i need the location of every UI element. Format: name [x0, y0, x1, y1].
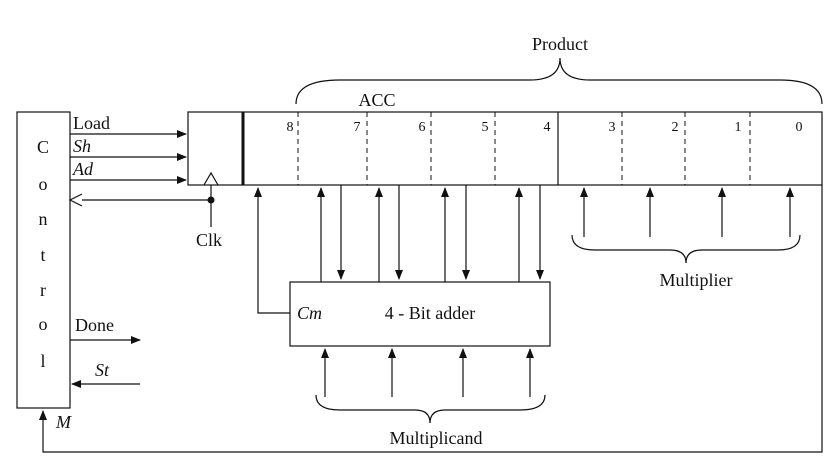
- bit-number: 4: [544, 120, 551, 135]
- bit-number: 1: [735, 120, 742, 135]
- clock-junction: [207, 196, 215, 204]
- multiplier-label: Multiplier: [660, 270, 733, 290]
- adder-label: 4 - Bit adder: [385, 303, 475, 323]
- control-letter: t: [40, 245, 45, 265]
- bit-number: 8: [287, 120, 294, 135]
- control-letter: C: [37, 137, 49, 157]
- ad-label: Ad: [72, 159, 94, 179]
- bit-numbers: 8 7 6 5 4 3 2 1 0: [287, 120, 803, 135]
- st-label: St: [95, 360, 110, 380]
- carry-line: [254, 187, 290, 314]
- control-letter: l: [40, 351, 45, 371]
- register-box: [187, 111, 823, 186]
- control-letter: r: [40, 280, 46, 300]
- clock-input-triangle: [68, 193, 83, 207]
- multiplicand-inputs: [321, 348, 534, 397]
- control-letter: n: [39, 209, 48, 229]
- multiplier-inputs: [580, 187, 794, 237]
- load-label: Load: [73, 113, 110, 133]
- adder-connections: [317, 185, 544, 282]
- control-letter: o: [39, 314, 48, 334]
- product-brace: [295, 57, 823, 105]
- bit-number: 0: [796, 120, 803, 135]
- m-label: M: [55, 412, 72, 432]
- clk-label: Clk: [196, 230, 222, 250]
- clock-triangle: [203, 171, 219, 186]
- product-label: Product: [532, 34, 588, 54]
- bit-number: 2: [672, 120, 679, 135]
- control-letters: C o n t r o l: [37, 137, 49, 371]
- acc-label: ACC: [358, 90, 395, 110]
- multiplicand-brace: [315, 394, 546, 424]
- adder-block: [289, 281, 551, 347]
- bit-number: 7: [354, 120, 361, 135]
- cm-label: Cm: [297, 303, 322, 323]
- m-feedback-line: [39, 185, 823, 453]
- bit-number: 6: [419, 120, 426, 135]
- bit-number: 3: [609, 120, 616, 135]
- control-letter: o: [39, 174, 48, 194]
- done-label: Done: [75, 315, 114, 335]
- control-block: [16, 111, 71, 409]
- multiplier-brace: [571, 234, 801, 264]
- multiplicand-label: Multiplicand: [390, 428, 483, 448]
- bit-number: 5: [482, 120, 489, 135]
- sh-label: Sh: [73, 136, 91, 156]
